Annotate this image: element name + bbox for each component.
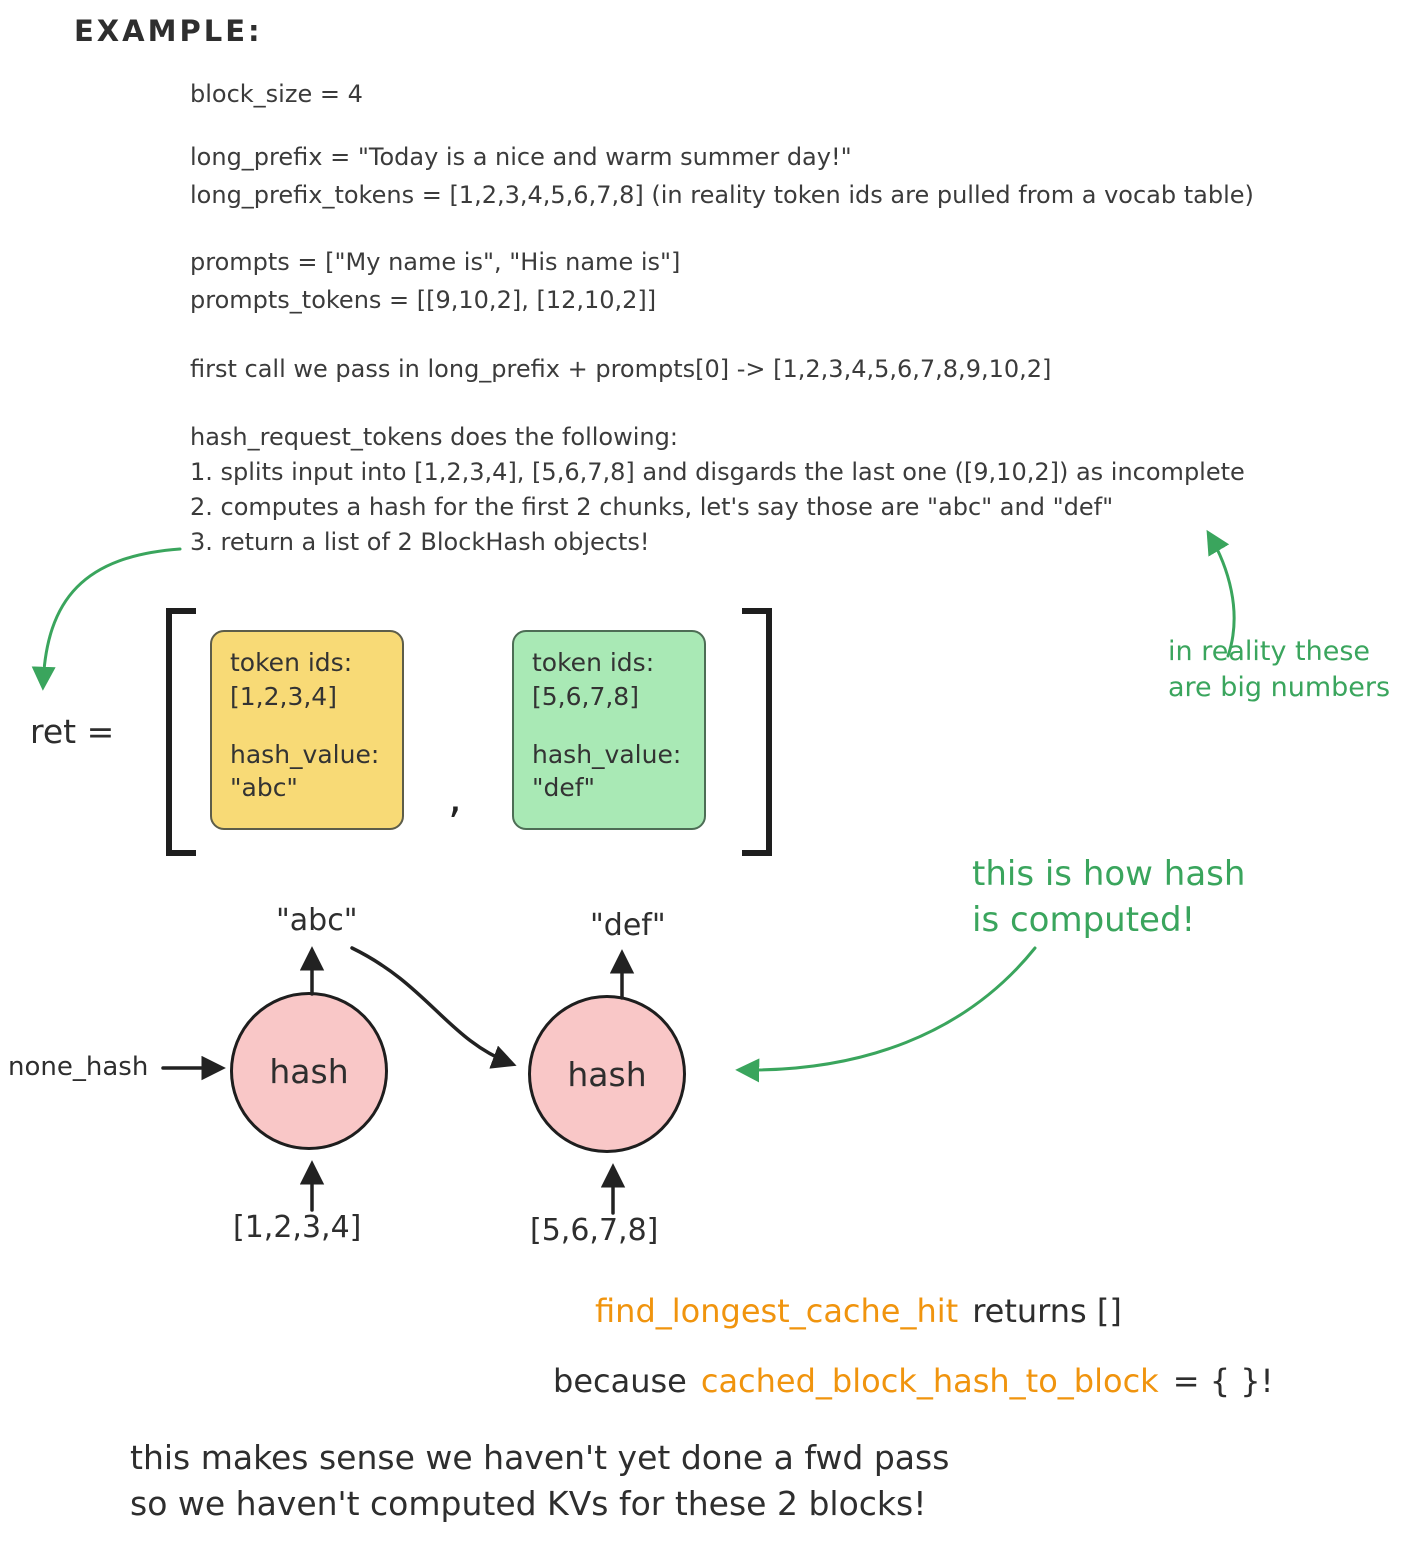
blockhash-card-2: token ids: [5,6,7,8] hash_value: "def"	[512, 630, 706, 830]
footer-line-2: so we haven't computed KVs for these 2 b…	[130, 1484, 927, 1523]
comma-separator: ,	[448, 772, 462, 823]
because-text: because	[553, 1362, 687, 1400]
footer-line-1: this makes sense we haven't yet done a f…	[130, 1438, 950, 1477]
annotation-line: are big numbers	[1168, 672, 1391, 704]
hash-input-2: [5,6,7,8]	[530, 1213, 659, 1248]
fn-name: find_longest_cache_hit	[595, 1292, 959, 1330]
hash-value: "abc"	[230, 773, 298, 803]
annotation-line: is computed!	[972, 899, 1196, 940]
code-line-step2: 2. computes a hash for the first 2 chunk…	[190, 493, 1114, 521]
hash-node-label: hash	[269, 1051, 349, 1091]
right-bracket	[742, 608, 772, 856]
left-bracket	[166, 608, 196, 856]
token-ids-value: [1,2,3,4]	[230, 681, 337, 711]
returns-text: returns []	[972, 1292, 1122, 1330]
hash-output-abc: "abc"	[276, 903, 358, 938]
equals-text: = { }!	[1172, 1362, 1274, 1400]
hash-node-label: hash	[567, 1054, 647, 1094]
hash-output-def: "def"	[590, 908, 666, 943]
result-line-1: find_longest_cache_hit returns []	[595, 1292, 1122, 1330]
code-line-block-size: block_size = 4	[190, 80, 363, 108]
hash-node-2: hash	[528, 995, 686, 1153]
hash-value: "def"	[532, 773, 596, 803]
code-line-step3: 3. return a list of 2 BlockHash objects!	[190, 528, 650, 556]
token-ids-value: [5,6,7,8]	[532, 681, 639, 711]
token-ids-label: token ids:	[532, 648, 655, 677]
annotation-hash-computed: this is how hash is computed!	[972, 852, 1245, 944]
blockhash-card-1: token ids: [1,2,3,4] hash_value: "abc"	[210, 630, 404, 830]
code-line-step1: 1. splits input into [1,2,3,4], [5,6,7,8…	[190, 458, 1245, 486]
code-line-long-prefix: long_prefix = "Today is a nice and warm …	[190, 143, 852, 171]
annotation-line: this is how hash	[972, 854, 1246, 894]
hash-input-1: [1,2,3,4]	[233, 1210, 362, 1245]
hash-value-label: hash_value:	[532, 739, 682, 769]
arrow-step3-to-ret	[31, 547, 182, 691]
page-title: EXAMPLE:	[74, 14, 263, 48]
code-line-prompts-tokens: prompts_tokens = [[9,10,2], [12,10,2]]	[190, 286, 657, 314]
code-line-prompts: prompts = ["My name is", "His name is"]	[190, 248, 681, 276]
code-line-long-prefix-tokens: long_prefix_tokens = [1,2,3,4,5,6,7,8] (…	[190, 181, 1254, 209]
ret-label: ret =	[30, 712, 115, 751]
token-ids-label: token ids:	[230, 648, 353, 677]
arrow-hash-computed	[735, 946, 1037, 1083]
annotation-line: in reality these	[1168, 636, 1370, 667]
dict-name: cached_block_hash_to_block	[700, 1362, 1159, 1400]
code-line-first-call: first call we pass in long_prefix + prom…	[190, 355, 1052, 383]
hash-node-1: hash	[230, 992, 388, 1150]
result-line-2: because cached_block_hash_to_block = { }!	[553, 1362, 1273, 1400]
hash-value-label: hash_value:	[230, 739, 380, 769]
code-line-hash-request: hash_request_tokens does the following:	[190, 423, 678, 451]
none-hash-label: none_hash	[8, 1052, 149, 1082]
annotation-big-numbers: in reality these are big numbers	[1168, 634, 1390, 707]
